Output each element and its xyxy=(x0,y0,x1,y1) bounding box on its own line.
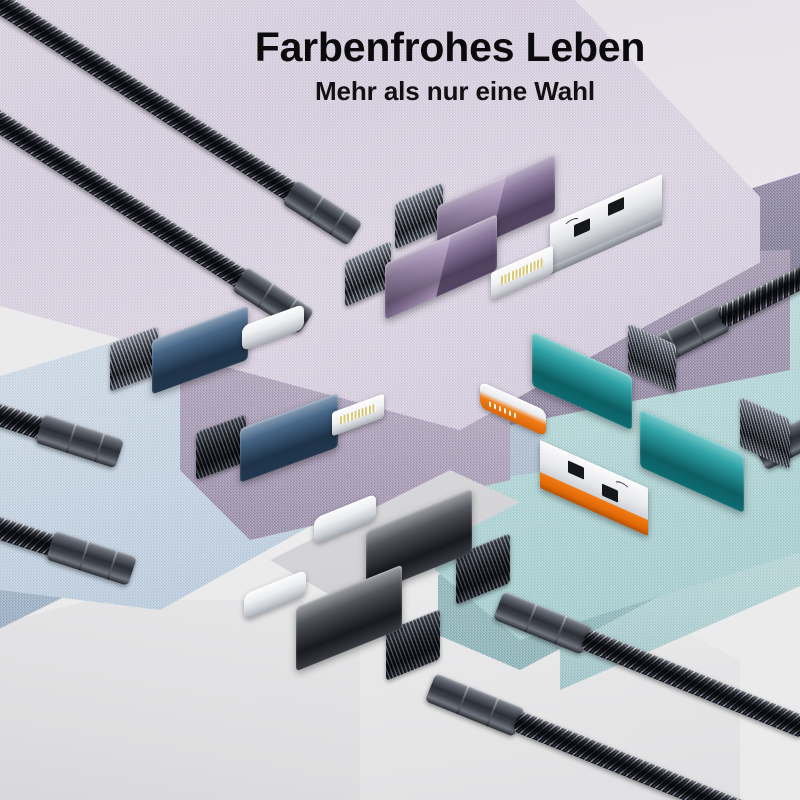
knurled-grip xyxy=(740,396,790,470)
cable-teal-usb-a-head xyxy=(540,396,800,540)
usb-c-connector xyxy=(480,381,546,437)
knurled-grip xyxy=(196,413,246,481)
connector-housing-blue xyxy=(240,393,338,483)
lightning-connector xyxy=(491,245,553,301)
connector-housing-blue xyxy=(152,305,248,395)
knurled-grip xyxy=(110,326,158,392)
connector-housing-purple xyxy=(385,214,497,320)
usb-c-connector xyxy=(242,303,304,352)
lightning-connector xyxy=(332,393,384,437)
knurled-grip xyxy=(628,323,676,393)
cable-black-usb-c-lower-head xyxy=(244,564,508,688)
cable-blue-lightning-head xyxy=(196,393,426,505)
connector-housing-teal xyxy=(640,408,744,514)
